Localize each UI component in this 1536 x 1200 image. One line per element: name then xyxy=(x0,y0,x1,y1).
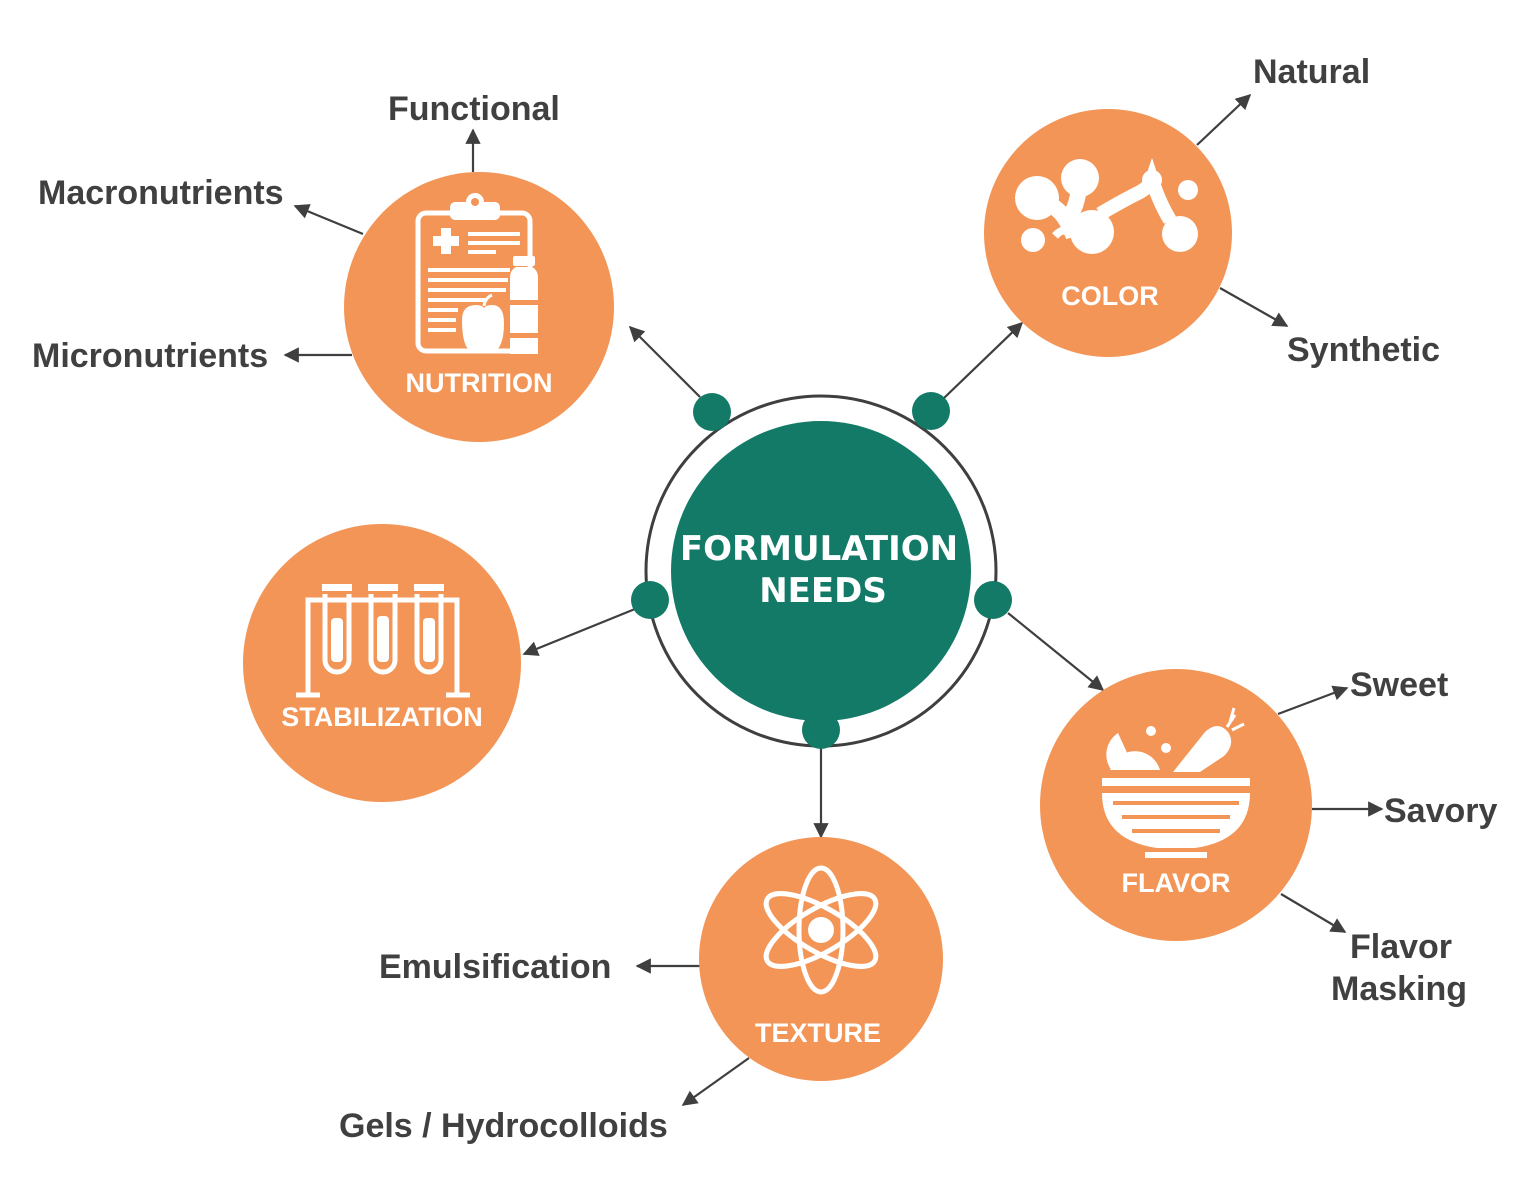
label-savory: Savory xyxy=(1384,792,1498,830)
clipboard-apple-bottle-icon xyxy=(415,193,538,354)
label-natural: Natural xyxy=(1253,53,1371,91)
connector-lines xyxy=(283,93,1384,1106)
center-title-line2: NEEDS xyxy=(759,571,887,611)
test-tubes-rack-icon xyxy=(296,584,470,698)
connector-synthetic xyxy=(1219,287,1289,327)
connector-to-flavor xyxy=(1007,612,1105,691)
connector-to-stabilization xyxy=(522,607,636,656)
label-emulsification: Emulsification xyxy=(379,948,612,986)
label-flavor-masking-line1: Flavor xyxy=(1350,928,1453,966)
node-color[interactable]: COLOR xyxy=(984,109,1232,357)
hub-dot-color xyxy=(912,392,950,430)
label-micronutrients: Micronutrients xyxy=(32,337,269,375)
node-flavor[interactable]: FLAVOR xyxy=(1040,669,1312,941)
center-title-line1: FORMULATION xyxy=(680,529,958,569)
stabilization-circle xyxy=(243,524,521,802)
center-hub: FORMULATION NEEDS xyxy=(631,392,1012,749)
node-nutrition[interactable]: NUTRITION xyxy=(344,172,614,442)
node-texture[interactable]: TEXTURE xyxy=(699,837,943,1081)
molecule-blob-icon xyxy=(1015,157,1198,254)
label-macronutrients: Macronutrients xyxy=(38,174,284,212)
color-title: COLOR xyxy=(1061,281,1159,311)
texture-circle xyxy=(699,837,943,1081)
connector-flavor-masking xyxy=(1280,893,1347,933)
flavor-title: FLAVOR xyxy=(1122,868,1231,898)
center-circle xyxy=(671,421,971,721)
connector-gels xyxy=(681,1057,750,1106)
hub-dot-stabilization xyxy=(631,581,669,619)
node-stabilization[interactable]: STABILIZATION xyxy=(243,524,521,802)
label-synthetic: Synthetic xyxy=(1287,331,1441,369)
bowl-citrus-carrot-icon xyxy=(1102,707,1250,858)
texture-title: TEXTURE xyxy=(755,1018,881,1048)
nutrition-title: NUTRITION xyxy=(406,368,553,398)
connector-macronutrients xyxy=(293,204,364,236)
connector-sweet xyxy=(1277,685,1349,716)
label-gels-hydrocolloids: Gels / Hydrocolloids xyxy=(339,1107,668,1145)
label-flavor-masking-line2: Masking xyxy=(1331,970,1468,1008)
label-functional: Functional xyxy=(388,90,560,128)
hub-dot-texture xyxy=(802,711,840,749)
atom-icon xyxy=(763,865,879,995)
connector-to-nutrition xyxy=(628,325,701,398)
stabilization-title: STABILIZATION xyxy=(281,702,482,732)
label-sweet: Sweet xyxy=(1350,666,1449,704)
hub-dot-flavor xyxy=(974,581,1012,619)
hub-dot-nutrition xyxy=(693,393,731,431)
connector-to-color xyxy=(943,321,1024,399)
connector-natural xyxy=(1196,93,1252,146)
